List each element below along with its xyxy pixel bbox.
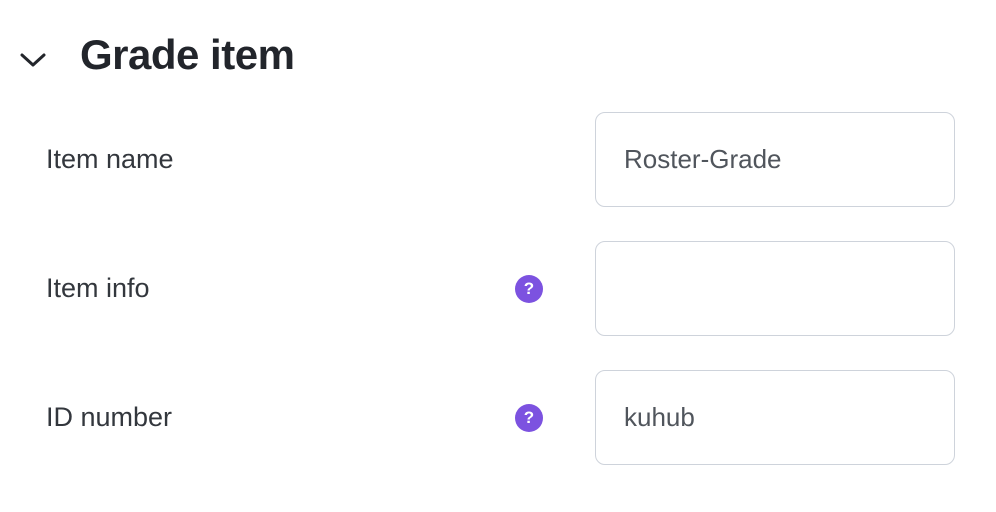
item-info-input[interactable] xyxy=(595,241,955,336)
collapse-toggle[interactable] xyxy=(18,48,48,72)
chevron-down-icon xyxy=(19,52,47,68)
question-mark-glyph: ? xyxy=(523,279,535,298)
help-slot: ? xyxy=(515,274,543,303)
item-info-label: Item info xyxy=(46,273,150,304)
help-slot: ? xyxy=(515,403,543,432)
section-title[interactable]: Grade item xyxy=(80,31,295,78)
form-row-item-info: Item info ? xyxy=(0,241,955,336)
question-mark-glyph: ? xyxy=(523,408,535,427)
help-icon[interactable]: ? xyxy=(515,274,543,303)
help-icon[interactable]: ? xyxy=(515,403,543,432)
id-number-label: ID number xyxy=(46,402,173,433)
form-rows: Item name Item info ? ID number ? xyxy=(0,112,955,465)
help-slot-empty xyxy=(515,146,543,174)
section-header: Grade item xyxy=(0,26,955,84)
item-name-label: Item name xyxy=(46,144,174,175)
id-number-input[interactable] xyxy=(595,370,955,465)
form-row-item-name: Item name xyxy=(0,112,955,207)
form-row-id-number: ID number ? xyxy=(0,370,955,465)
item-name-input[interactable] xyxy=(595,112,955,207)
